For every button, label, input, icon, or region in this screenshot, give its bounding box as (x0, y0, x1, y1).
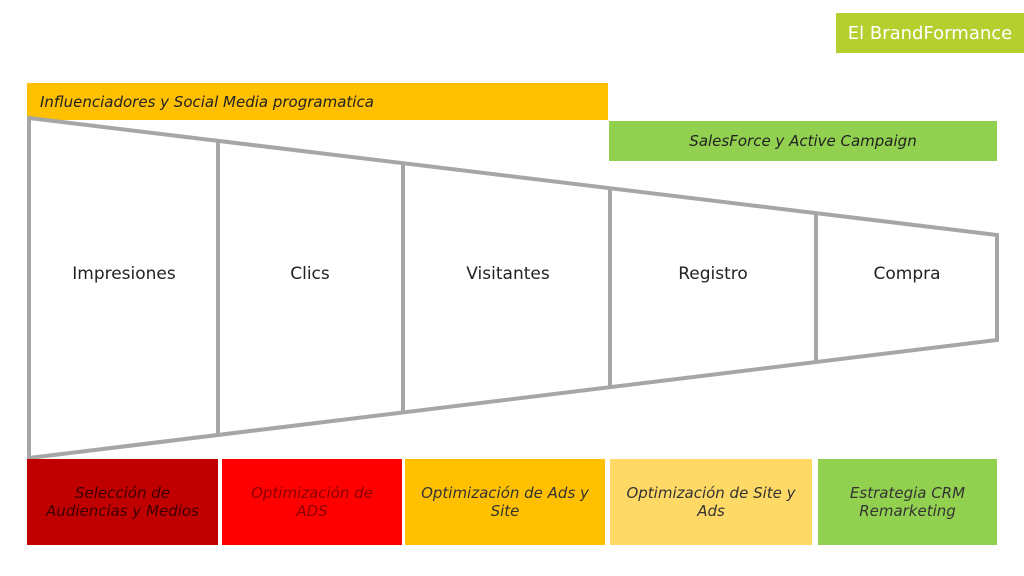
stage-impresiones: Impresiones (72, 264, 176, 284)
funnel-outline (27, 115, 999, 461)
action-optimizacion-ads: Optimización de ADS (222, 459, 402, 545)
action-seleccion: Selección de Audiencias y Medios (27, 459, 218, 545)
action-optimizacion-site-ads: Optimización de Site y Ads (610, 459, 812, 545)
brand-badge: El BrandFormance (836, 13, 1024, 53)
action-optimizacion-ads-site: Optimización de Ads y Site (405, 459, 605, 545)
stage-compra: Compra (873, 264, 941, 284)
stage-clics: Clics (290, 264, 330, 284)
top-bar-influencers: Influenciadores y Social Media programat… (27, 83, 608, 120)
stage-visitantes: Visitantes (466, 264, 550, 284)
top-bar-salesforce: SalesForce y Active Campaign (609, 121, 997, 161)
stage-registro: Registro (678, 264, 748, 284)
action-crm: Estrategia CRM Remarketing (818, 459, 997, 545)
